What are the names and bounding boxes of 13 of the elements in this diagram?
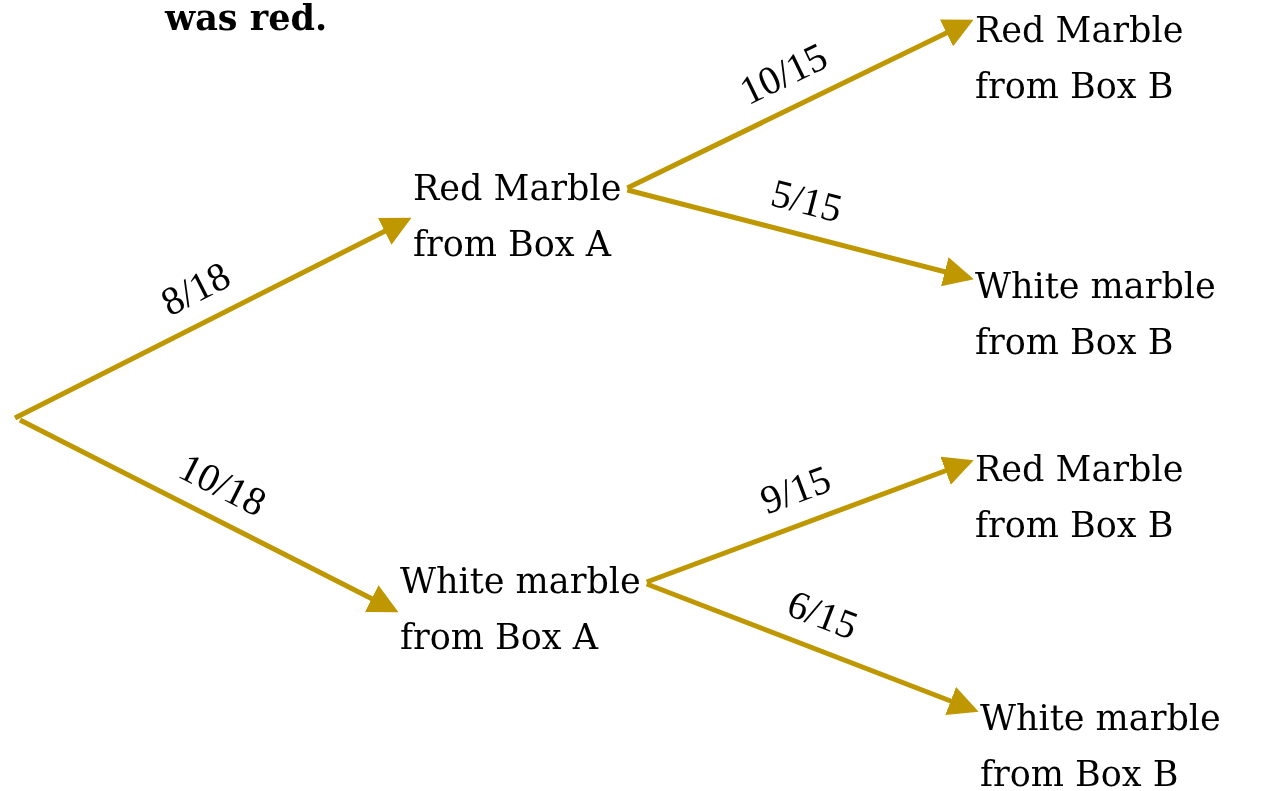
outcome-label: White marble from Box B <box>980 697 1222 791</box>
branch-arrow <box>13 217 412 421</box>
branch-arrow <box>18 417 399 613</box>
branch-arrow <box>626 187 974 287</box>
outcome-label: White marble from Box B <box>975 265 1217 364</box>
branch-arrow <box>645 581 979 715</box>
branch-arrow <box>626 19 974 191</box>
note-text: was red. <box>165 0 328 35</box>
branch-arrow <box>645 456 974 585</box>
outcome-label: Red Marble from Box A <box>413 167 623 266</box>
outcome-label: Red Marble from Box B <box>975 9 1185 108</box>
outcome-label: Red Marble from Box B <box>975 448 1185 547</box>
outcome-label: White marble from Box A <box>400 560 642 659</box>
